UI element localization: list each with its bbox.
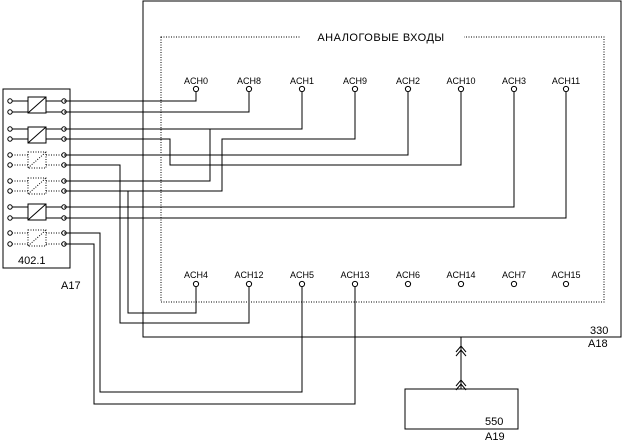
top-channel-labels: ACH0 ACH8 ACH1 ACH9 ACH2 ACH10 ACH3 ACH1… <box>184 76 580 86</box>
wire-link-1 <box>64 129 211 182</box>
converter-4 <box>27 177 47 195</box>
terminal-ach15 <box>562 280 570 288</box>
converter-2 <box>27 126 47 144</box>
module-402-right-pins <box>61 98 67 247</box>
wire-ach0 <box>64 89 197 102</box>
terminal-ach7 <box>510 280 518 288</box>
terminal-ach1 <box>298 85 306 93</box>
channel-label-ach11: ACH11 <box>552 76 580 86</box>
wire-ach13 <box>64 243 356 405</box>
terminal-ach2 <box>404 85 412 93</box>
bus-link <box>455 337 467 391</box>
bottom-terminals <box>192 280 570 288</box>
terminal-ach8 <box>245 85 253 93</box>
module-402-right-leads <box>46 100 62 245</box>
wire-ach9-ach10 <box>64 89 462 166</box>
channel-label-ach5: ACH5 <box>290 270 314 280</box>
converter-5 <box>27 203 47 221</box>
channel-label-ach2: ACH2 <box>396 76 420 86</box>
wire-ach4 <box>127 191 197 314</box>
board-330-frame <box>142 0 622 338</box>
module-402-left-leads <box>12 100 28 245</box>
channel-label-ach1: ACH1 <box>290 76 314 86</box>
wire-ach11 <box>64 89 567 219</box>
converter-6 <box>27 229 47 247</box>
converter-1 <box>27 96 47 114</box>
channel-label-ach9: ACH9 <box>343 76 367 86</box>
module-402-ref: A17 <box>61 280 81 292</box>
converter-3 <box>27 151 47 169</box>
title-backdrop <box>300 30 464 44</box>
channel-label-ach10: ACH10 <box>446 76 475 86</box>
channel-label-ach6: ACH6 <box>396 270 420 280</box>
terminal-ach5 <box>298 280 306 288</box>
module-402-frame <box>2 88 71 269</box>
analog-inputs-area <box>160 36 605 303</box>
terminal-ach0 <box>192 85 200 93</box>
wire-ach8 <box>64 89 250 113</box>
wire-ach5 <box>64 232 303 393</box>
terminal-ach3 <box>510 85 518 93</box>
terminal-ach10 <box>457 85 465 93</box>
wire-ach1 <box>64 89 303 130</box>
bottom-channel-labels: ACH4 ACH12 ACH5 ACH13 ACH6 ACH14 ACH7 AC… <box>184 270 581 280</box>
wire-ach12 <box>64 164 250 324</box>
channel-label-ach12: ACH12 <box>234 270 263 280</box>
terminal-ach13 <box>351 280 359 288</box>
wire-ach9 <box>64 89 356 192</box>
channel-label-ach7: ACH7 <box>502 270 526 280</box>
board-330: АНАЛОГОВЫЕ ВХОДЫ 330 A18 <box>142 0 622 350</box>
channel-label-ach13: ACH13 <box>340 270 369 280</box>
module-550-ref: A19 <box>485 431 505 443</box>
module-550: 550 A19 <box>404 388 519 443</box>
terminal-ach4 <box>192 280 200 288</box>
terminal-ach9 <box>351 85 359 93</box>
wire-ach3 <box>64 89 515 208</box>
terminal-ach12 <box>245 280 253 288</box>
wires-top <box>64 89 567 219</box>
wire-ach2 <box>64 89 409 156</box>
module-402-left-pins <box>7 98 13 247</box>
channel-label-ach0: ACH0 <box>184 76 208 86</box>
module-550-model: 550 <box>485 416 503 428</box>
channel-label-ach15: ACH15 <box>551 270 580 280</box>
channel-label-ach4: ACH4 <box>184 270 208 280</box>
top-terminals <box>192 85 570 93</box>
board-330-ref: A18 <box>588 338 608 350</box>
channel-label-ach3: ACH3 <box>502 76 526 86</box>
board-330-model: 330 <box>590 325 608 337</box>
terminal-ach6 <box>404 280 412 288</box>
terminal-ach11 <box>562 85 570 93</box>
terminal-ach14 <box>457 280 465 288</box>
channel-label-ach8: ACH8 <box>237 76 261 86</box>
wires-bottom <box>64 164 356 405</box>
channel-label-ach14: ACH14 <box>446 270 475 280</box>
analog-inputs-title: АНАЛОГОВЫЕ ВХОДЫ <box>317 32 444 44</box>
module-402-model: 402.1 <box>18 255 46 267</box>
